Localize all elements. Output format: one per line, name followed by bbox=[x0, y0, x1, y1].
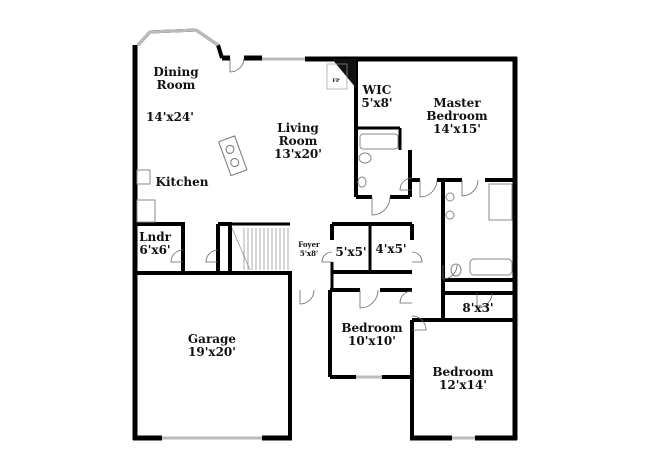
laundry-size: 6'x6' bbox=[139, 243, 170, 257]
fp-label: FP bbox=[332, 78, 340, 84]
door-swing bbox=[205, 249, 219, 263]
door-swing bbox=[399, 177, 413, 191]
toilet-hall bbox=[358, 152, 372, 164]
master-label: Master bbox=[433, 96, 481, 110]
door-swing bbox=[299, 289, 315, 305]
master-tub bbox=[469, 258, 513, 276]
wic-size: 5'x8' bbox=[361, 96, 392, 110]
master-sink-2 bbox=[445, 210, 455, 220]
door-swing bbox=[371, 196, 391, 216]
master-toilet bbox=[450, 263, 462, 277]
living-label-2: Room bbox=[279, 134, 318, 148]
bedroom3-label: Bedroom bbox=[432, 365, 493, 379]
dining-size: 14'x24' bbox=[146, 110, 194, 124]
walls bbox=[132, 28, 518, 441]
kitchen-label: Kitchen bbox=[156, 175, 209, 189]
fireplace-hearth bbox=[326, 63, 348, 90]
stove bbox=[136, 169, 151, 185]
fixtures bbox=[136, 57, 513, 331]
garage-label: Garage bbox=[188, 332, 237, 346]
door-swing bbox=[411, 315, 427, 331]
dining-label-2: Room bbox=[157, 78, 196, 92]
master-size: 14'x15' bbox=[433, 122, 481, 136]
bathtub-hall bbox=[359, 133, 399, 150]
window bbox=[195, 28, 219, 47]
garage-size: 19'x20' bbox=[188, 345, 236, 359]
door-swing bbox=[321, 251, 333, 263]
door-swing bbox=[399, 290, 413, 304]
foyer-size: 5'x8' bbox=[300, 249, 318, 258]
door-swing bbox=[411, 251, 423, 263]
doors bbox=[170, 57, 493, 331]
wic-label: WIC bbox=[362, 83, 392, 97]
master-label-2: Bedroom bbox=[426, 109, 487, 123]
living-label: Living bbox=[277, 121, 319, 135]
bedroom2-size: 10'x10' bbox=[348, 334, 396, 348]
closet-8x3-label: 8'x3' bbox=[462, 301, 493, 315]
door-swing bbox=[461, 179, 479, 197]
wall bbox=[216, 44, 224, 59]
window bbox=[136, 30, 152, 47]
master-shower bbox=[488, 183, 513, 221]
living-size: 13'x20' bbox=[274, 147, 322, 161]
laundry-label: Lndr bbox=[139, 230, 172, 244]
door-swing bbox=[359, 289, 379, 309]
room-labels: Dining Room 14'x24' Living Room 13'x20' … bbox=[139, 65, 494, 392]
door-swing bbox=[170, 249, 184, 263]
bedroom3-size: 12'x14' bbox=[439, 378, 487, 392]
door-swing bbox=[229, 57, 245, 73]
closet-5x5-label: 5'x5' bbox=[335, 245, 366, 259]
fridge bbox=[136, 199, 156, 223]
closet-4x5-label: 4'x5' bbox=[375, 242, 406, 256]
windows bbox=[136, 28, 475, 440]
sink-hall bbox=[357, 176, 367, 188]
door-swing bbox=[419, 179, 438, 198]
stair-rail bbox=[231, 227, 251, 271]
master-sink-1 bbox=[445, 192, 455, 202]
stairs bbox=[231, 227, 289, 271]
door-swing bbox=[476, 292, 493, 309]
dining-label: Dining bbox=[153, 65, 199, 79]
kitchen-island-sink bbox=[218, 135, 248, 177]
foyer-label: Foyer bbox=[298, 240, 320, 249]
fireplace bbox=[332, 59, 356, 88]
bedroom2-label: Bedroom bbox=[341, 321, 402, 335]
window bbox=[149, 28, 197, 34]
door-swing bbox=[442, 264, 458, 280]
